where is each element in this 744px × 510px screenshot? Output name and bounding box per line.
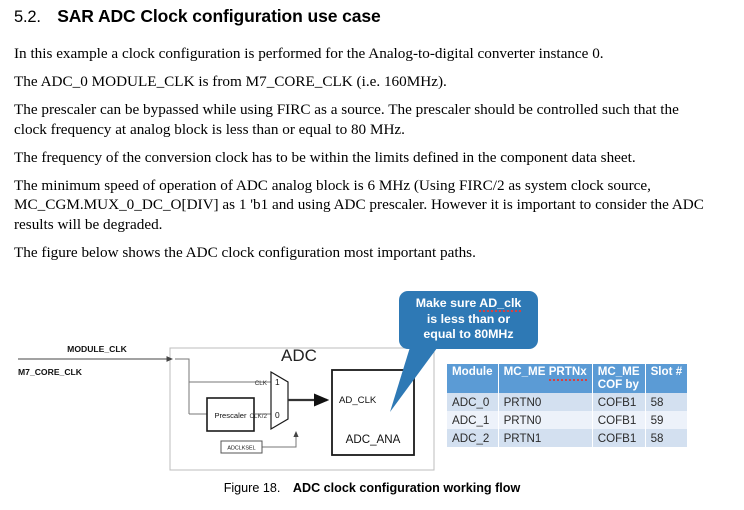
table-header-module-l1: Module (452, 365, 493, 378)
module-clk-label: MODULE_CLK (67, 344, 127, 354)
adclksel-wire (262, 431, 299, 448)
cell-slot: 59 (645, 411, 688, 429)
diagram-canvas: ADC MODULE_CLK M7_CORE_CLK Prescaler 1 0… (18, 344, 440, 471)
prescaler-block (206, 397, 255, 432)
cell-slot: 58 (645, 429, 688, 447)
table-header-prtn-l1: MC_ME (503, 365, 546, 378)
table-row: ADC_1 PRTN0 COFB1 59 (447, 411, 688, 429)
adc-ana-label: ADC_ANA (346, 433, 401, 446)
cell-module: ADC_0 (447, 393, 499, 411)
paragraph-6: The figure below shows the ADC clock con… (14, 243, 476, 261)
cell-prtn: PRTN0 (498, 393, 593, 411)
cell-cof: COFB1 (592, 429, 646, 447)
section-number: 5.2. (14, 8, 41, 26)
paragraph-1: In this example a clock configuration is… (14, 45, 604, 62)
clock-mux (270, 370, 289, 431)
table-header-row: Module MC_ME PRTNx MC_ME COF by Slot # (447, 364, 688, 393)
callout-line-1: Make sure AD_clk (399, 296, 538, 312)
cell-module: ADC_1 (447, 411, 499, 429)
section-title: SAR ADC Clock configuration use case (57, 6, 381, 26)
cell-cof: COFB1 (592, 411, 646, 429)
table-header-prtn: MC_ME PRTNx (498, 364, 593, 393)
table-header-slot: Slot # (645, 364, 688, 393)
adclksel-label: ADCLKSEL (227, 446, 255, 452)
figure-caption: Figure 18. ADC clock configuration worki… (0, 481, 744, 495)
table-header-cof-l2: COF by (597, 377, 639, 391)
figure-caption-text: ADC clock configuration working flow (292, 481, 521, 495)
cell-cof: COFB1 (592, 393, 646, 411)
adclksel-box (220, 440, 263, 454)
internal-clk-bus (175, 358, 190, 414)
table-header-cof-l1: MC_ME (597, 365, 640, 378)
paragraph-2: The ADC_0 MODULE_CLK is from M7_CORE_CLK… (14, 73, 447, 90)
adc-clock-diagram: ADC MODULE_CLK M7_CORE_CLK Prescaler 1 0… (0, 286, 744, 510)
callout-line-1-prefix: Make sure (415, 296, 480, 310)
table-header-prtn-l2: PRTNx (548, 365, 587, 381)
cell-prtn: PRTN0 (498, 411, 593, 429)
adc-partition-table: Module MC_ME PRTNx MC_ME COF by Slot # A… (447, 364, 688, 447)
callout-bubble: Make sure AD_clk is less than or equal t… (399, 291, 538, 349)
table-header-cof: MC_ME COF by (592, 364, 646, 393)
page-title: 5.2. SAR ADC Clock configuration use cas… (14, 6, 714, 27)
table-header-module: Module (447, 364, 499, 393)
adc-ana-block (331, 369, 415, 456)
callout-tail (390, 344, 440, 412)
paragraph-5: The minimum speed of operation of ADC an… (14, 176, 704, 233)
paragraph-3: The prescaler can be bypassed while usin… (14, 101, 679, 138)
mux-input-0-label: 0 (275, 410, 280, 420)
clk-label: CLK (255, 380, 268, 387)
m7-core-clk-label: M7_CORE_CLK (18, 367, 83, 377)
cell-module: ADC_2 (447, 429, 499, 447)
mux-input-1-label: 1 (275, 377, 280, 387)
prescaler-label: Prescaler (214, 411, 247, 420)
cell-prtn: PRTN1 (498, 429, 593, 447)
table-row: ADC_2 PRTN1 COFB1 58 (447, 429, 688, 447)
body-text: In this example a clock configuration is… (14, 44, 714, 271)
cell-slot: 58 (645, 393, 688, 411)
callout-line-2: is less than or (426, 311, 511, 326)
figure-caption-number: Figure 18. (223, 481, 281, 495)
ad-clk-label: AD_CLK (339, 395, 377, 406)
callout-line-3: equal to 80MHz (423, 327, 514, 341)
table-header-slot-l1: Slot # (650, 365, 683, 378)
callout-line-1-highlight: AD_clk (479, 296, 522, 312)
paragraph-4: The frequency of the conversion clock ha… (14, 148, 636, 166)
table-row: ADC_0 PRTN0 COFB1 58 (447, 393, 688, 411)
adc-block-label: ADC (281, 346, 317, 365)
clk-div2-label: CLK/2 (249, 413, 267, 420)
